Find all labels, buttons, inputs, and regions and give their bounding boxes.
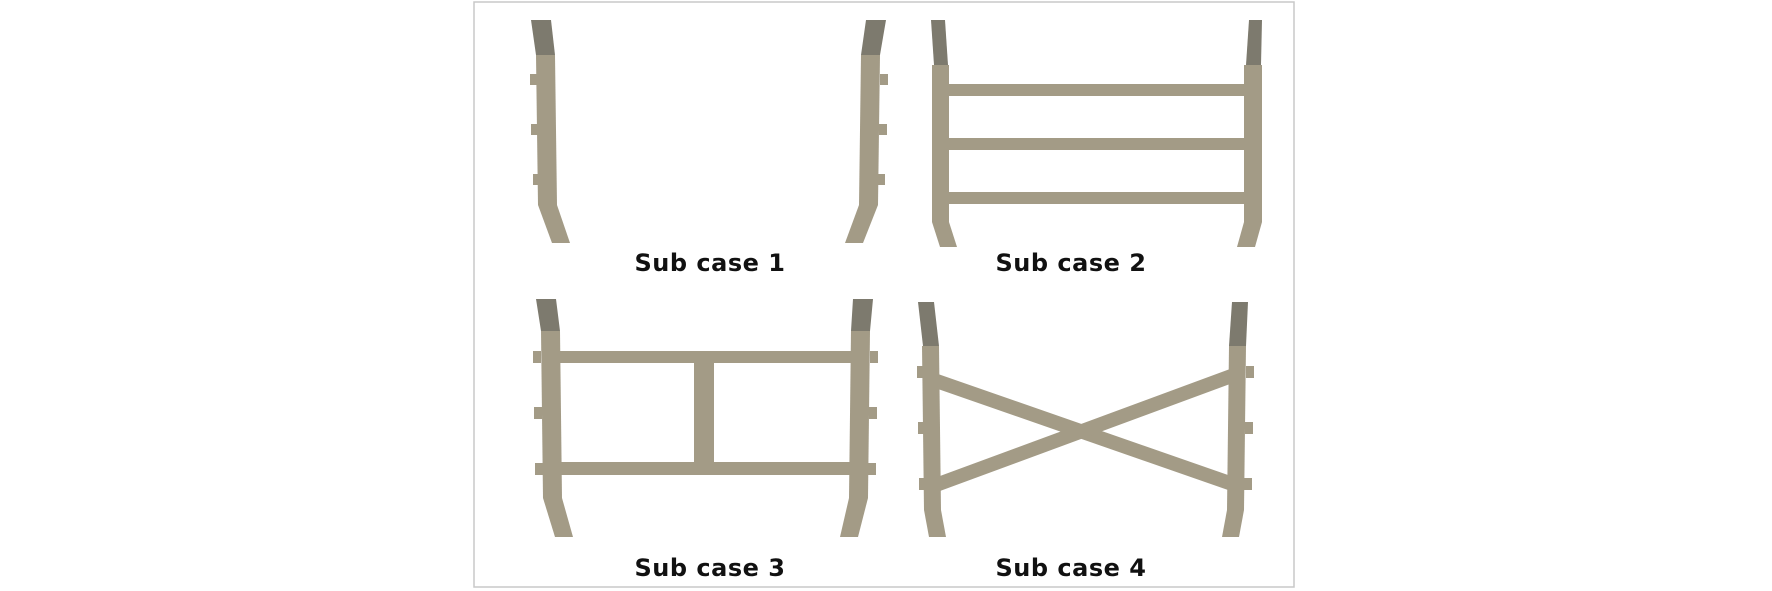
panel-label: Sub case 4	[996, 554, 1147, 582]
column-cap	[531, 20, 555, 55]
column-cap	[1246, 20, 1262, 65]
column-shaft	[922, 346, 941, 510]
panel-label: Sub case 3	[635, 554, 786, 582]
column-base	[1222, 510, 1244, 537]
column-base	[924, 510, 946, 537]
horizontal-brace	[559, 351, 851, 363]
column-shaft	[1244, 65, 1262, 222]
panel-sub-case-3: Sub case 3	[533, 299, 878, 582]
panel-label: Sub case 1	[635, 249, 786, 277]
connection-tab	[530, 74, 538, 85]
column-cap	[931, 20, 948, 65]
column-base	[1237, 222, 1262, 247]
diagonal-brace	[940, 369, 1230, 491]
connection-tab	[880, 74, 888, 85]
column-base	[840, 498, 868, 537]
connection-tab	[870, 351, 878, 363]
figure-frame	[473, 1, 1295, 588]
connection-tab	[917, 366, 925, 378]
column-shaft	[859, 55, 880, 205]
column-cap	[918, 302, 939, 346]
column-shaft	[849, 331, 870, 498]
connection-tab	[535, 463, 543, 475]
connection-tab	[879, 124, 887, 135]
connection-tab	[531, 124, 539, 135]
panel-sub-case-4: Sub case 4	[917, 302, 1254, 582]
left-column	[917, 302, 946, 537]
connection-tab	[533, 351, 541, 363]
left-column	[530, 20, 570, 243]
column-base	[845, 205, 878, 243]
connection-tab	[869, 407, 877, 419]
right-column	[845, 20, 888, 243]
connection-tab	[868, 463, 876, 475]
connection-tab	[534, 407, 542, 419]
left-column	[931, 20, 957, 247]
connection-tab	[919, 478, 927, 490]
column-cap	[861, 20, 886, 55]
column-base	[543, 498, 573, 537]
panel-label: Sub case 2	[996, 249, 1147, 277]
connection-tab	[1245, 422, 1253, 434]
column-base	[932, 222, 957, 247]
connection-tab	[918, 422, 926, 434]
column-base	[538, 205, 570, 243]
connection-tab	[1246, 366, 1254, 378]
connection-tab	[1244, 478, 1252, 490]
horizontal-brace	[949, 192, 1246, 204]
panel-sub-case-2: Sub case 2	[931, 20, 1262, 277]
column-cap	[1229, 302, 1248, 346]
horizontal-brace	[561, 462, 850, 475]
connection-tab	[533, 174, 541, 185]
right-column	[1237, 20, 1262, 247]
column-cap	[536, 299, 560, 331]
column-shaft	[541, 331, 562, 498]
vertical-post	[694, 363, 714, 462]
horizontal-brace	[947, 84, 1246, 96]
column-shaft	[536, 55, 557, 205]
horizontal-brace	[947, 138, 1246, 150]
right-column	[840, 299, 878, 537]
connection-tab	[877, 174, 885, 185]
right-column	[1222, 302, 1254, 537]
column-cap	[851, 299, 873, 331]
left-column	[533, 299, 573, 537]
column-shaft	[932, 65, 949, 222]
column-shaft	[1227, 346, 1246, 510]
panel-sub-case-1: Sub case 1	[530, 20, 888, 277]
